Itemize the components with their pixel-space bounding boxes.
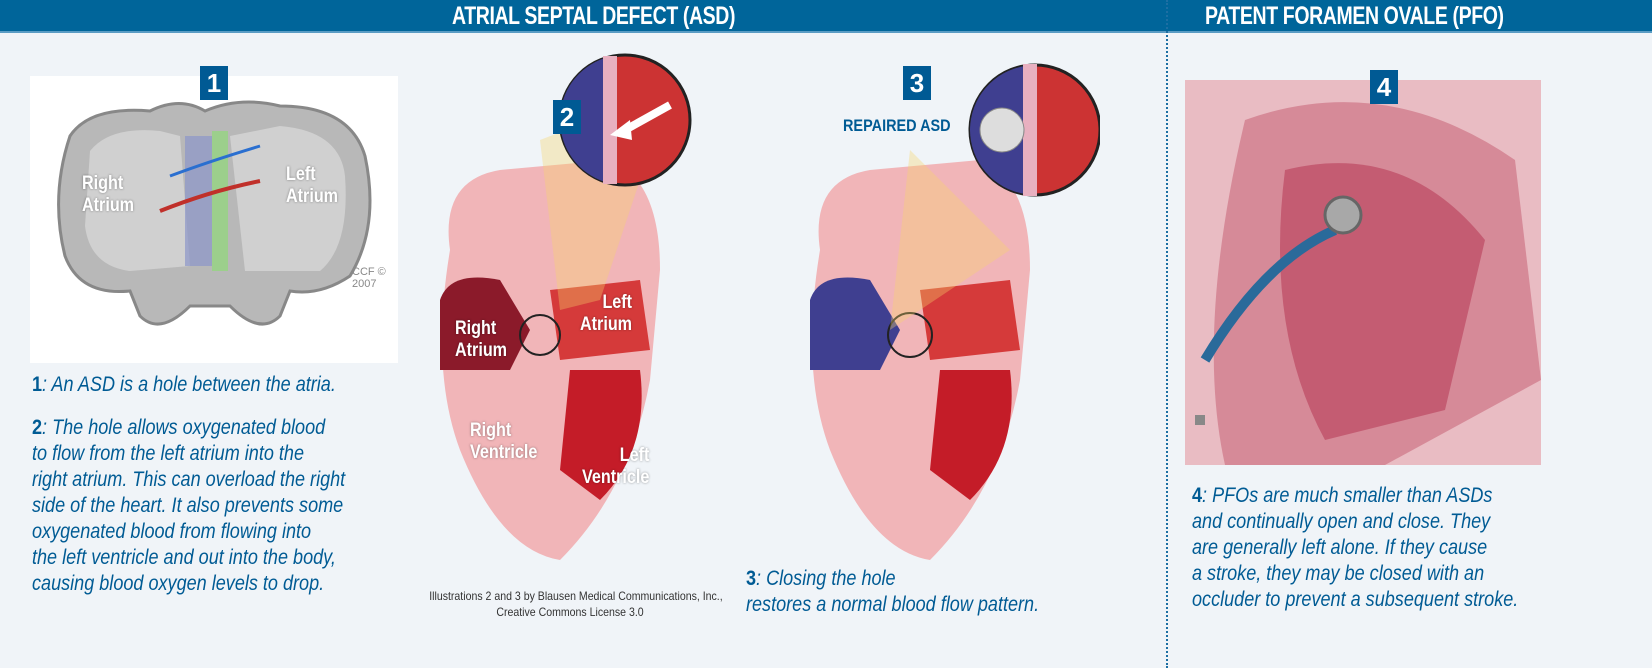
header-bar: ATRIAL SEPTAL DEFECT (ASD) PATENT FORAME… xyxy=(0,0,1652,33)
label-right-atrium: Right Atrium xyxy=(82,173,135,216)
caption-1: 1: An ASD is a hole between the atria. xyxy=(32,372,336,398)
heart-illustration-asd xyxy=(440,53,692,560)
caption-2-text: : The hole allows oxygenated blood to fl… xyxy=(32,416,346,595)
heart-illustration-repaired xyxy=(810,63,1100,560)
badge-3: 3 xyxy=(903,66,931,100)
atria-cross-section xyxy=(57,100,372,326)
caption-2: 2: The hole allows oxygenated blood to f… xyxy=(32,415,345,597)
panel-1-illustration: Right Atrium Left Atrium CCF © 2007 xyxy=(30,76,398,363)
caption-3: 3: Closing the hole restores a normal bl… xyxy=(746,566,1039,618)
caption-1-num: 1 xyxy=(32,373,43,396)
asd-title: ATRIAL SEPTAL DEFECT (ASD) xyxy=(452,2,736,30)
caption-4-text: : PFOs are much smaller than ASDs and co… xyxy=(1192,484,1519,611)
section-divider xyxy=(1166,0,1168,668)
label-left-ventricle: Left Ventricle xyxy=(582,445,650,488)
ccf-watermark: CCF © 2007 xyxy=(352,266,386,290)
pfo-occluder-illustration xyxy=(1185,80,1541,465)
label-right-atrium-2: Right Atrium xyxy=(455,318,508,361)
badge-2: 2 xyxy=(553,100,581,134)
illustration-credit: Illustrations 2 and 3 by Blausen Medical… xyxy=(429,589,723,619)
label-right-ventricle: Right Ventricle xyxy=(470,420,538,463)
caption-3-num: 3 xyxy=(746,567,757,590)
badge-4: 4 xyxy=(1370,70,1398,104)
label-left-atrium: Left Atrium xyxy=(286,164,339,207)
repaired-asd-label: REPAIRED ASD xyxy=(843,116,951,135)
pfo-title: PATENT FORAMEN OVALE (PFO) xyxy=(1205,2,1504,30)
caption-4-num: 4 xyxy=(1192,484,1203,507)
caption-3-text: : Closing the hole restores a normal blo… xyxy=(746,567,1040,616)
badge-1: 1 xyxy=(200,66,228,100)
caption-1-text: : An ASD is a hole between the atria. xyxy=(42,373,336,396)
label-left-atrium-2: Left Atrium xyxy=(580,292,633,335)
caption-4: 4: PFOs are much smaller than ASDs and c… xyxy=(1192,483,1518,613)
caption-2-num: 2 xyxy=(32,416,43,439)
panel-4-illustration xyxy=(1185,80,1541,465)
